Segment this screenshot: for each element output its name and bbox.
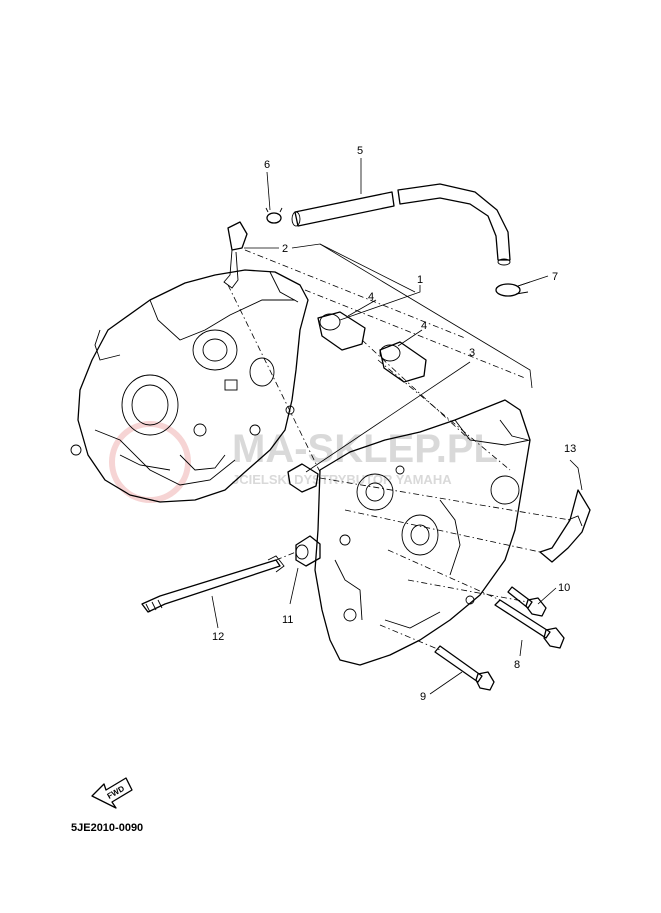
- callout-8: 8: [514, 659, 520, 671]
- clip-6: [265, 207, 283, 224]
- stud-bolt-12: [141, 555, 285, 613]
- fwd-label: FWD: [106, 784, 126, 801]
- bolt-10: [507, 586, 547, 617]
- fwd-arrow-icon: FWD: [91, 777, 133, 809]
- callout-11: 11: [282, 614, 293, 626]
- callout-1: 1: [417, 274, 423, 286]
- bolt-9: [434, 645, 495, 691]
- dowel-pin-c: [287, 463, 319, 493]
- dowel-pin-a: [317, 311, 366, 351]
- watermark-sub-text: JCIELSKI DYSTRYBUTOR YAMAHA: [232, 472, 452, 487]
- callout-4a: 4: [368, 291, 374, 303]
- callout-9: 9: [420, 691, 426, 703]
- breather-fitting: [223, 221, 248, 289]
- crankcase-left: [70, 269, 309, 503]
- bracket-13: [539, 489, 591, 563]
- leader-lines: [211, 158, 583, 695]
- watermark-main-text: MA-SKLEP.PL: [232, 427, 498, 471]
- callout-10: 10: [558, 582, 570, 594]
- callout-13: 13: [564, 443, 576, 455]
- breather-hose: [291, 183, 511, 266]
- watermark: MA-SKLEP.PL JCIELSKI DYSTRYBUTOR YAMAHA: [109, 421, 498, 503]
- callout-2: 2: [282, 243, 288, 255]
- callouts: 1 2 3 4 4 5 6 7 8 9 10 11 12 13: [212, 145, 576, 703]
- diagram-code: 5JE2010-0090: [71, 822, 144, 834]
- bolt-8: [494, 599, 565, 649]
- assembly-lines: [227, 249, 571, 651]
- dowel-pin-b: [379, 341, 427, 383]
- callout-6: 6: [264, 159, 270, 171]
- callout-7: 7: [552, 271, 558, 283]
- callout-12: 12: [212, 631, 224, 643]
- callout-5: 5: [357, 145, 363, 157]
- callout-4b: 4: [421, 320, 427, 332]
- callout-3: 3: [469, 347, 475, 359]
- collar-11: [295, 535, 321, 567]
